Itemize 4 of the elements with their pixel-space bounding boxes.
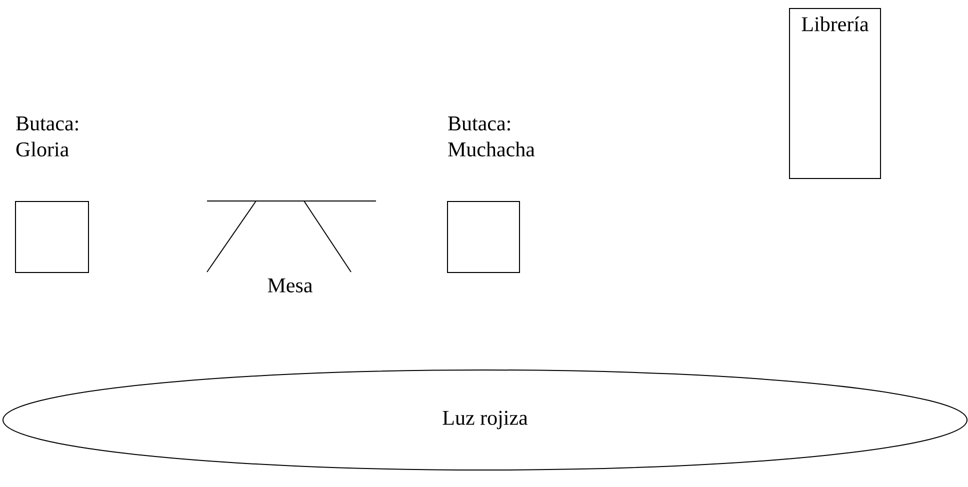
seat-label: Butaca: Muchacha xyxy=(448,116,535,156)
seat-label: Butaca: Gloria xyxy=(16,116,78,156)
bookshelf-box: Librería xyxy=(789,8,882,179)
table-label: Mesa xyxy=(268,278,312,292)
